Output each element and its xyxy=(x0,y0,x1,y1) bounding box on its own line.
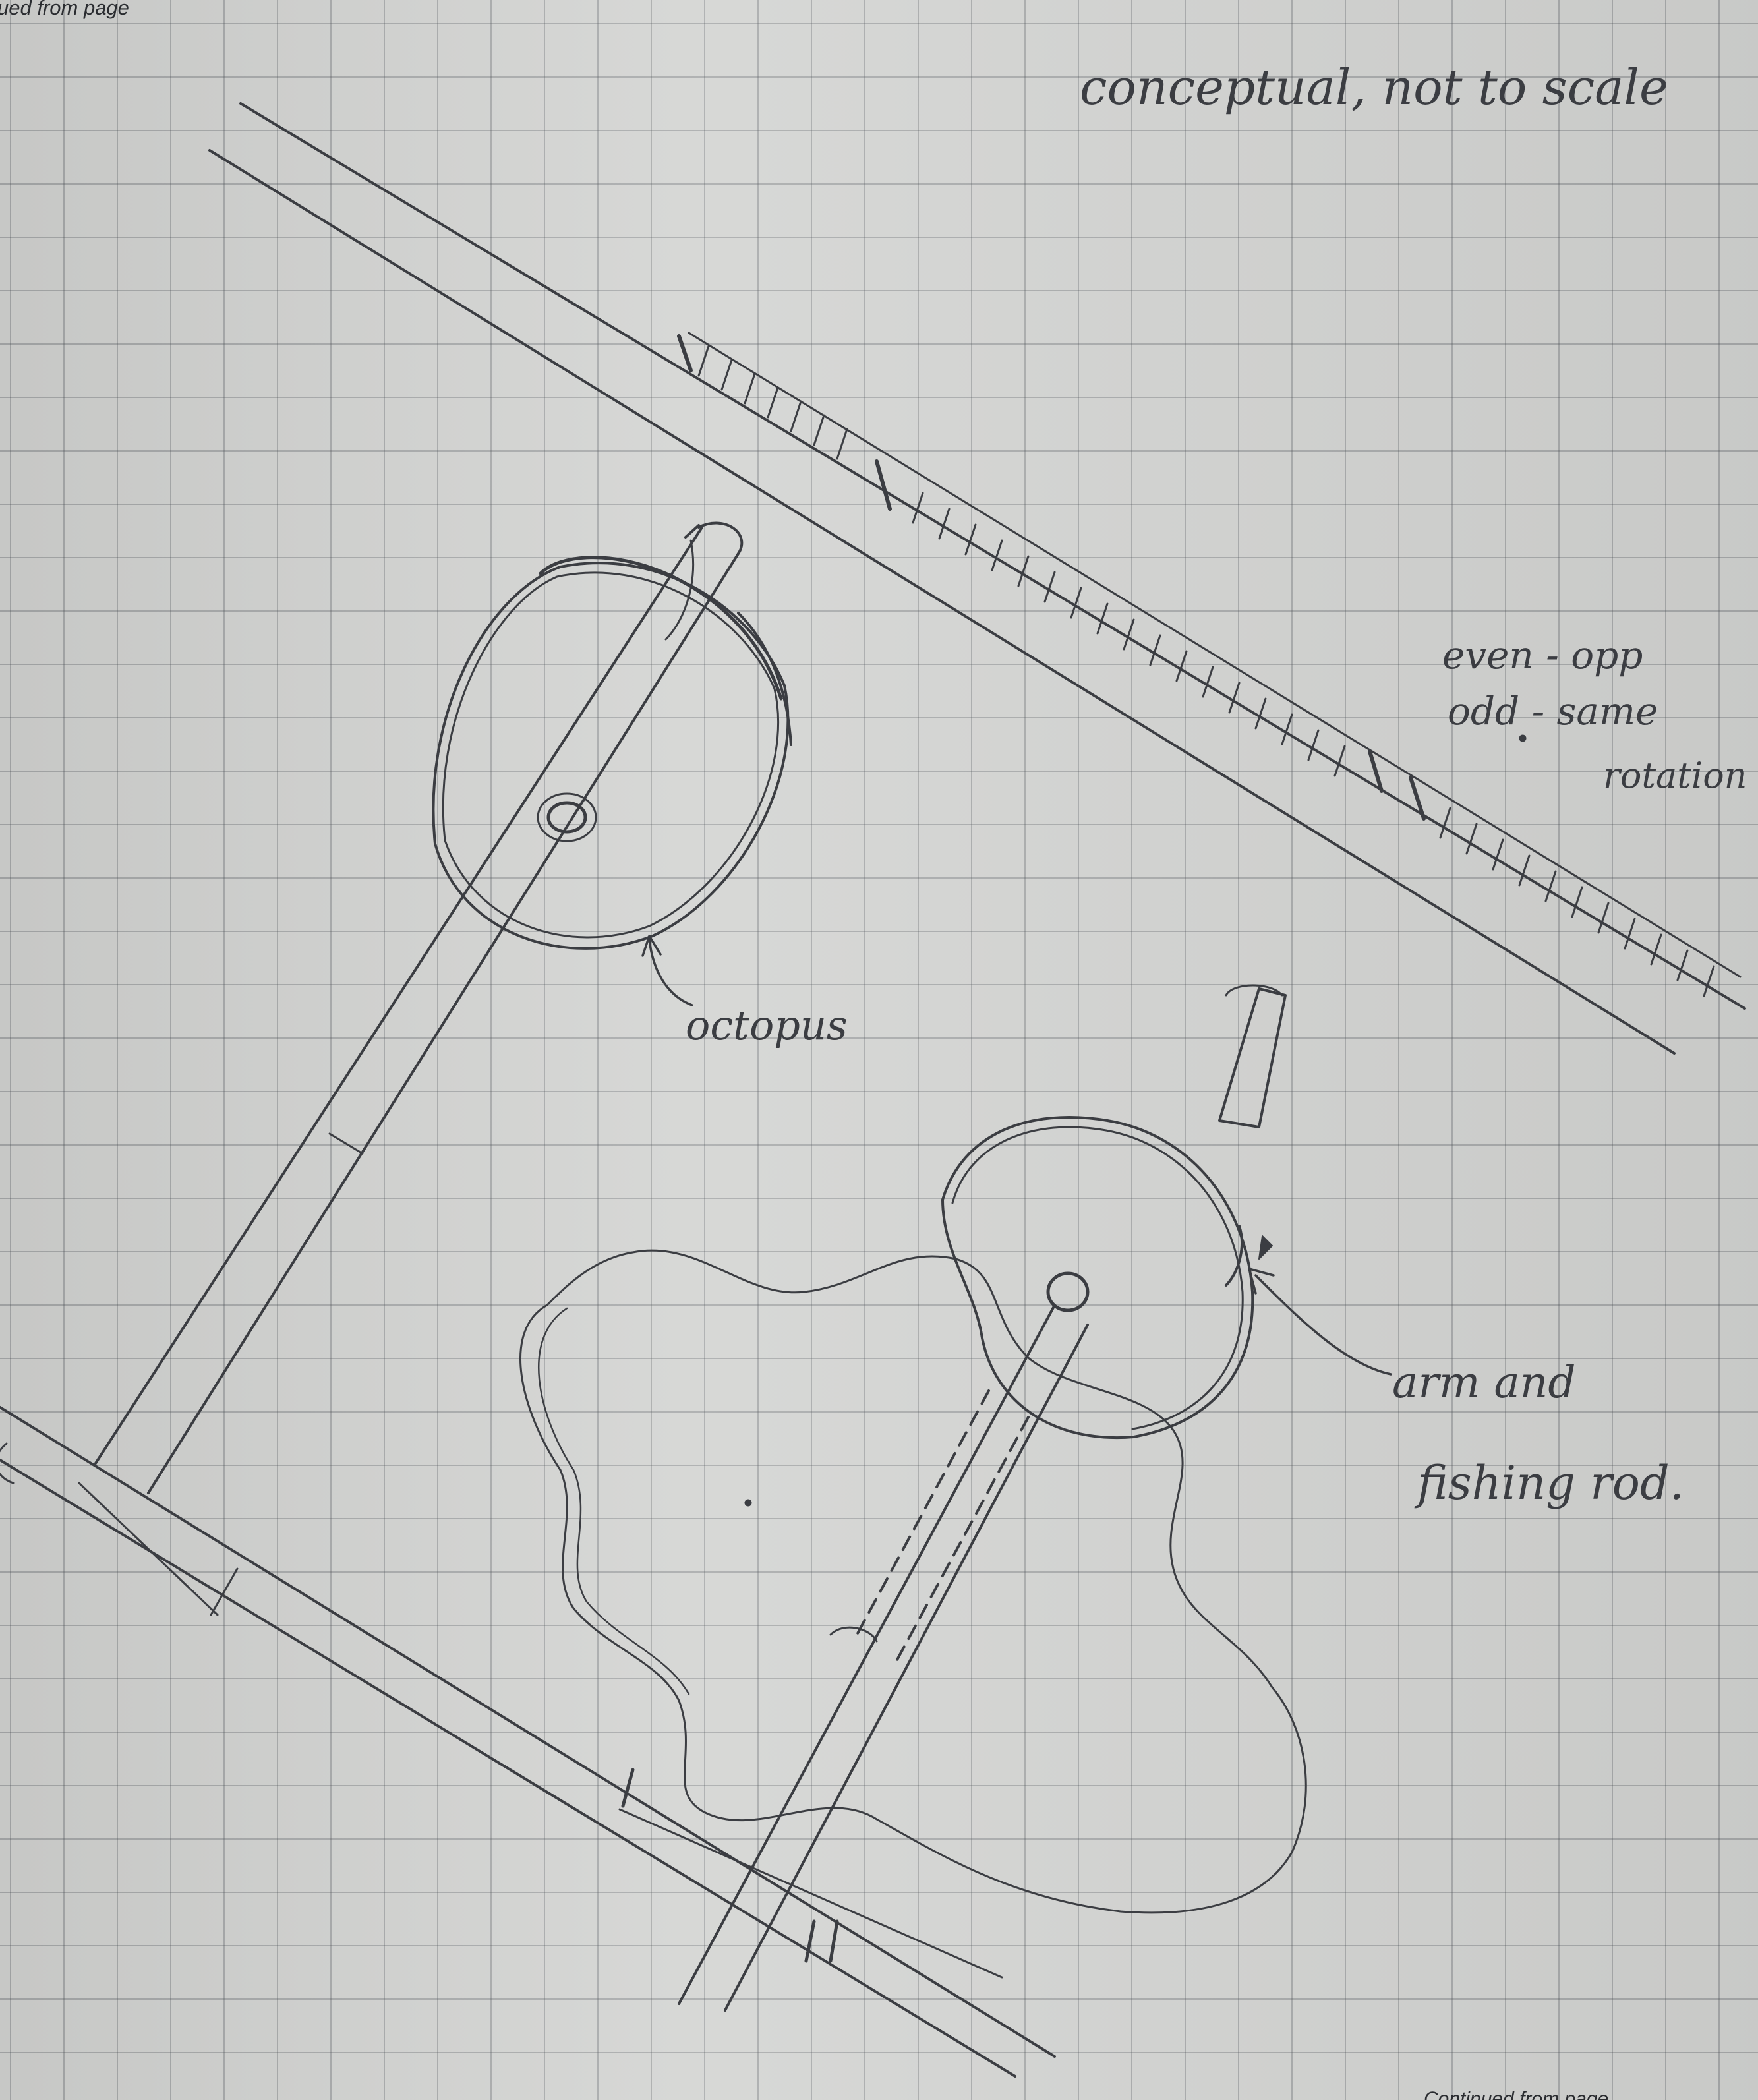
arm-arrow-line xyxy=(1256,1275,1391,1374)
long-shaft xyxy=(96,527,738,1493)
even-rule-note: even - opp xyxy=(1442,636,1643,674)
pencil-dot xyxy=(1519,735,1526,742)
arm-label: arm and xyxy=(1392,1361,1576,1405)
continued-footer-text: Continued from page xyxy=(1424,2088,1608,2100)
wavy-outline-inner xyxy=(539,1308,689,1694)
upper-gear-octopus xyxy=(433,523,791,948)
octopus-label: octopus xyxy=(686,1005,848,1046)
lower-gear-arm xyxy=(943,985,1285,1438)
wavy-outline xyxy=(521,1250,1306,1913)
rotation-note: rotation xyxy=(1603,758,1747,794)
upper-rack xyxy=(210,103,1745,1053)
odd-rule-note: odd - same xyxy=(1448,692,1658,730)
lower-rail xyxy=(0,1407,1055,2076)
conceptual-note: conceptual, not to scale xyxy=(1080,63,1668,112)
octopus-arrow-line xyxy=(649,939,692,1005)
fishing-rod-label: fishing rod. xyxy=(1417,1460,1684,1506)
pencil-dot xyxy=(745,1500,751,1506)
